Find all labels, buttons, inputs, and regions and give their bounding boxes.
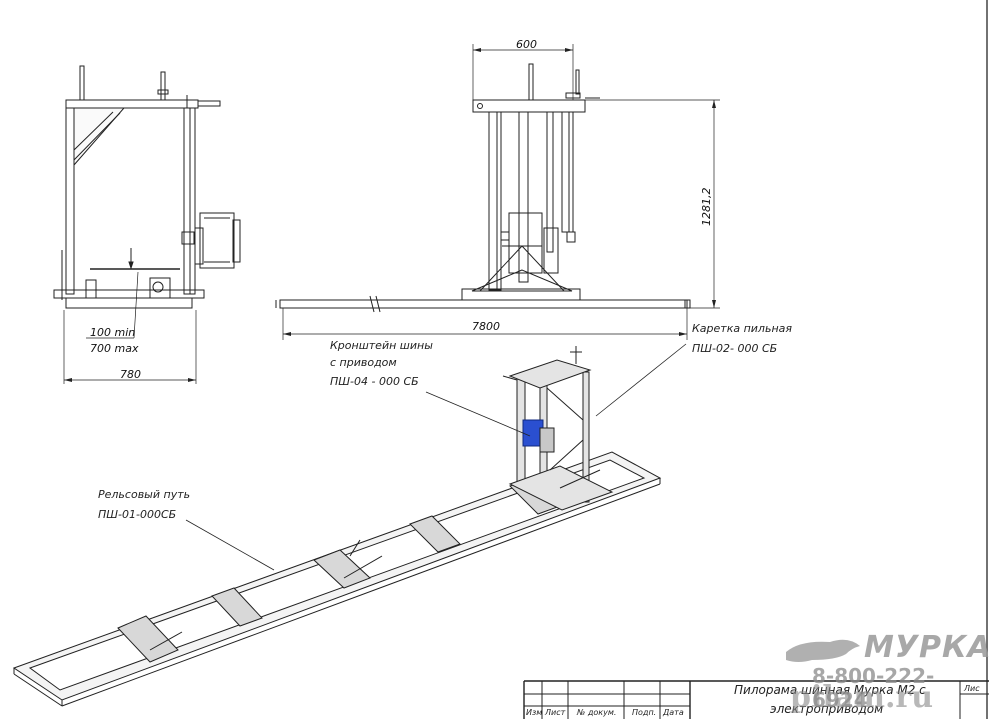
tb-col-izm: Изм — [526, 708, 543, 717]
callout-carriage-name: Каретка пильная — [692, 322, 792, 335]
watermark-site: pilam.ru — [790, 680, 934, 715]
drawing-title-line1: Пилорама шинная Мурка М2 с — [734, 683, 926, 697]
drawing-title-line2: электроприводом — [770, 702, 884, 716]
dim-width-780: 780 — [120, 368, 141, 381]
callout-rail-code: ПШ-01-000СБ — [98, 508, 177, 521]
dim-length-7800: 7800 — [472, 320, 500, 333]
dim-max-700: 700 max — [90, 342, 139, 355]
callout-bracket-name-2: с приводом — [330, 356, 397, 369]
callout-carriage: Каретка пильная ПШ-02- 000 СБ — [692, 322, 792, 356]
dim-width-600: 600 — [516, 38, 537, 51]
dim-min-100: 100 min — [90, 326, 136, 339]
callout-bracket-name: Кронштейн шины — [330, 339, 433, 352]
tb-col-data: Дата — [663, 708, 684, 717]
tb-sheet-label: Лис — [964, 684, 980, 693]
callout-rail: Рельсовый путь ПШ-01-000СБ — [98, 488, 190, 522]
title-block-grid — [523, 680, 989, 719]
watermark-phone: 8-800-222-6924 — [812, 664, 935, 712]
callout-bracket: Кронштейн шины с приводом ПШ-04 - 000 СБ — [330, 339, 433, 389]
callout-carriage-code: ПШ-02- 000 СБ — [692, 342, 778, 355]
side-view — [53, 65, 241, 384]
callout-bracket-code: ПШ-04 - 000 СБ — [330, 375, 419, 388]
tb-col-list: Лист — [545, 708, 566, 717]
panther-logo-icon — [786, 639, 860, 662]
tb-col-dokum: № докум. — [577, 708, 617, 717]
dim-height-1281: 1281,2 — [700, 187, 713, 227]
tb-col-podp: Подп. — [632, 708, 657, 717]
watermark-brand: МУРКА — [864, 630, 989, 665]
isometric-view — [12, 343, 687, 707]
front-view — [275, 44, 720, 340]
callout-rail-name: Рельсовый путь — [98, 488, 191, 501]
